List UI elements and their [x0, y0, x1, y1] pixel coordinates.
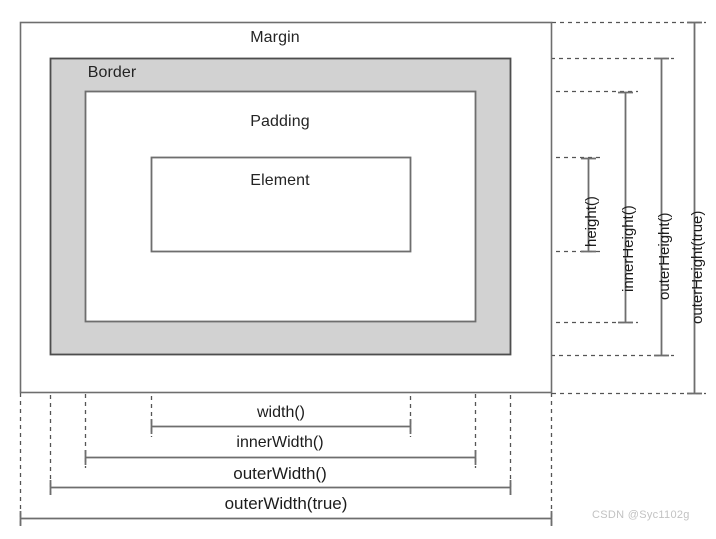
- measure-bar-width: [150, 419, 412, 434]
- label-height: height(): [583, 196, 600, 247]
- watermark-text: CSDN @Syc1102g: [592, 509, 690, 521]
- measure-bar-height: [581, 157, 596, 253]
- label-outer-height-true: outerHeight(true): [689, 210, 706, 324]
- measure-bar-outer-width: [49, 480, 512, 495]
- label-padding: Padding: [250, 113, 310, 130]
- measure-bar-inner-height: [618, 91, 633, 324]
- label-margin: Margin: [250, 29, 300, 46]
- label-inner-height: innerHeight(): [620, 205, 637, 292]
- measure-bar-outer-height-true: [687, 21, 702, 395]
- label-outer-width: outerWidth(): [233, 464, 327, 483]
- label-outer-width-true: outerWidth(true): [224, 494, 348, 513]
- vertical-measure-bars: [581, 21, 702, 395]
- horizontal-measure-bars: [19, 419, 553, 526]
- label-outer-height: outerHeight(): [656, 212, 673, 300]
- label-width: width(): [256, 404, 306, 421]
- label-inner-width: innerWidth(): [236, 434, 324, 451]
- label-element: Element: [250, 172, 310, 189]
- element-box: [150, 156, 412, 253]
- measure-bar-inner-width: [84, 450, 477, 465]
- label-border: Border: [87, 64, 137, 81]
- measure-bar-outer-width-true: [19, 511, 553, 526]
- measure-bar-outer-height: [654, 57, 669, 357]
